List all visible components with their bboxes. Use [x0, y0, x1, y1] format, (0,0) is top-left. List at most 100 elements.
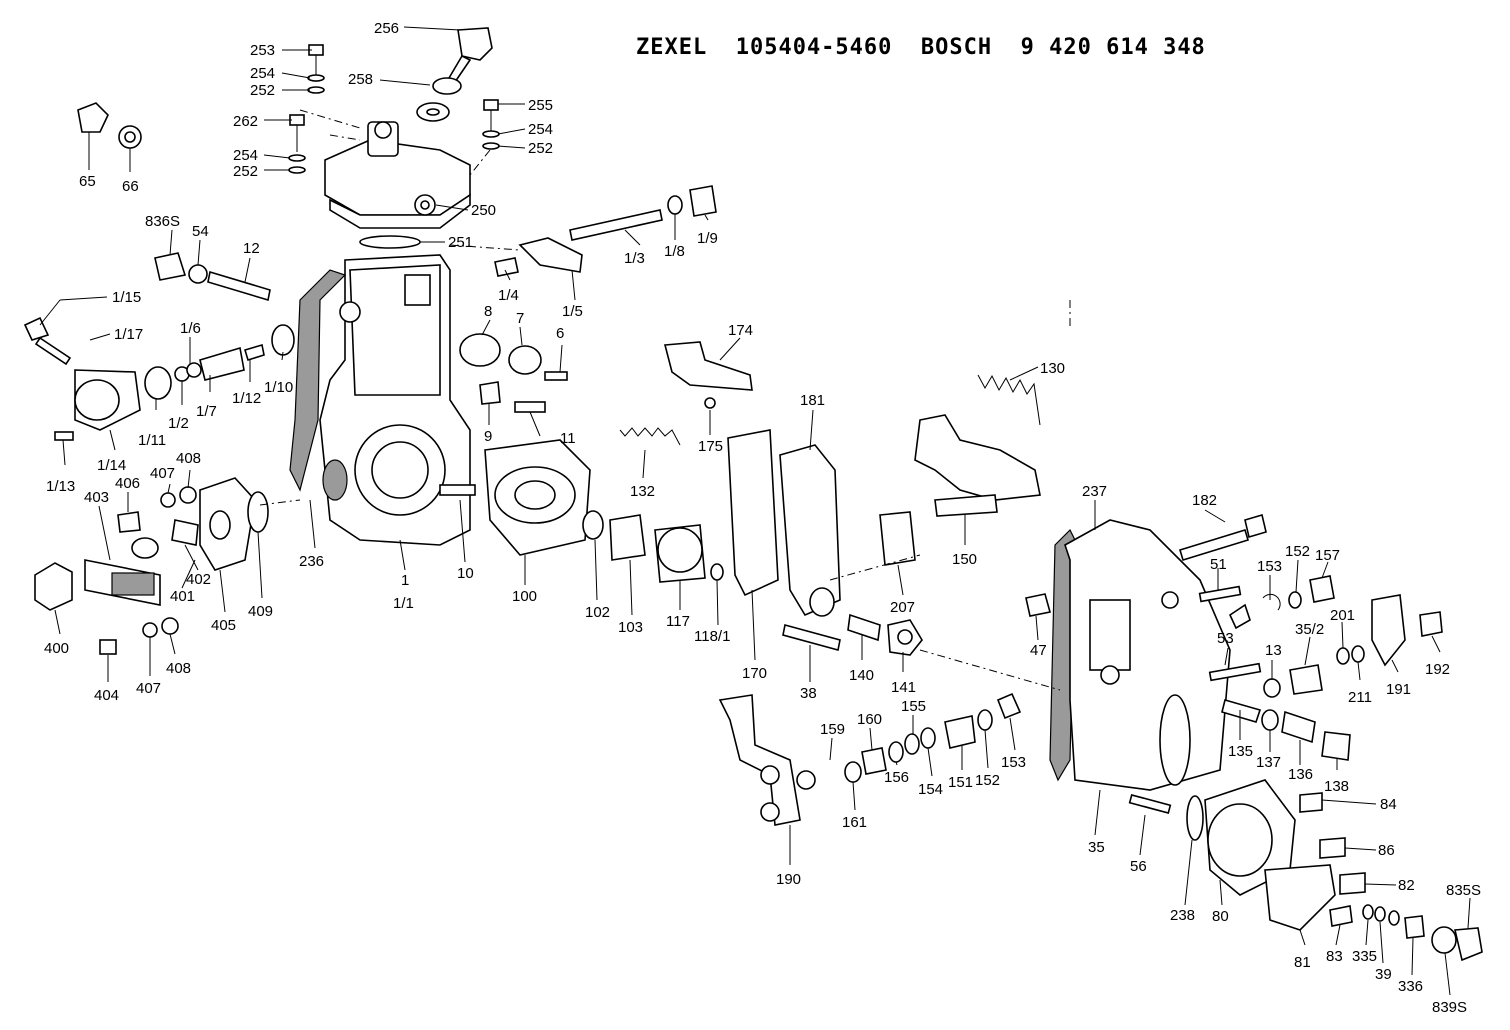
label-403: 403	[84, 489, 109, 506]
label-238: 238	[1170, 907, 1195, 924]
label-201: 201	[1330, 607, 1355, 624]
label-152: 152	[1285, 543, 1310, 560]
label-138: 138	[1324, 778, 1349, 795]
right-cover-drawing	[1025, 513, 1483, 962]
label-254: 254	[250, 65, 275, 82]
label-150: 150	[952, 551, 977, 568]
lower-centre-drawing	[718, 692, 1022, 826]
label-1-3: 1/3	[624, 250, 645, 267]
label-252: 252	[250, 82, 275, 99]
label-1-9: 1/9	[697, 230, 718, 247]
label-157: 157	[1315, 547, 1340, 564]
label-51: 51	[1210, 556, 1227, 573]
label-237: 237	[1082, 483, 1107, 500]
label-132: 132	[630, 483, 655, 500]
label-405: 405	[211, 617, 236, 634]
label-140: 140	[849, 667, 874, 684]
label-407: 407	[136, 680, 161, 697]
part-drawings	[23, 27, 1483, 962]
label-84: 84	[1380, 796, 1397, 813]
label-159: 159	[820, 721, 845, 738]
label-174: 174	[728, 322, 753, 339]
label-181: 181	[800, 392, 825, 409]
label-152: 152	[975, 772, 1000, 789]
label-409: 409	[248, 603, 273, 620]
label-102: 102	[585, 604, 610, 621]
label-65: 65	[79, 173, 96, 190]
label-1-15: 1/15	[112, 289, 141, 306]
label-1-11: 1/11	[138, 432, 166, 449]
label-207: 207	[890, 599, 915, 616]
label-258: 258	[348, 71, 373, 88]
label-82: 82	[1398, 877, 1415, 894]
label-54: 54	[192, 223, 209, 240]
label-401: 401	[170, 588, 195, 605]
label-1: 1	[401, 572, 409, 589]
head-assembly-drawing	[288, 27, 500, 249]
label-404: 404	[94, 687, 119, 704]
label-256: 256	[374, 20, 399, 37]
label-335: 335	[1352, 948, 1377, 965]
label-236: 236	[299, 553, 324, 570]
label-406: 406	[115, 475, 140, 492]
label-66: 66	[122, 178, 139, 195]
label-1-7: 1/7	[196, 403, 217, 420]
label-53: 53	[1217, 630, 1234, 647]
label-39: 39	[1375, 966, 1392, 983]
label-1-2: 1/2	[168, 415, 189, 432]
label-13: 13	[1265, 642, 1282, 659]
label-252: 252	[233, 163, 258, 180]
label-255: 255	[528, 97, 553, 114]
label-1-10: 1/10	[264, 379, 293, 396]
label-153: 153	[1257, 558, 1282, 575]
leader-lines	[39, 26, 1471, 996]
label-137: 137	[1256, 754, 1281, 771]
label-38: 38	[800, 685, 817, 702]
label-407: 407	[150, 465, 175, 482]
label-1-5: 1/5	[562, 303, 583, 320]
label-839S: 839S	[1432, 999, 1467, 1016]
diagram-title: ZEXEL 105404-5460 BOSCH 9 420 614 348	[636, 35, 1206, 60]
label-56: 56	[1130, 858, 1147, 875]
label-118-1: 118/1	[694, 628, 730, 645]
label-35: 35	[1088, 839, 1105, 856]
label-100: 100	[512, 588, 537, 605]
label-250: 250	[471, 202, 496, 219]
label-262: 262	[233, 113, 258, 130]
label-11: 11	[560, 430, 576, 447]
label-153: 153	[1001, 754, 1026, 771]
label-1-8: 1/8	[664, 243, 685, 260]
label-175: 175	[698, 438, 723, 455]
label-170: 170	[742, 665, 767, 682]
label-154: 154	[918, 781, 943, 798]
label-190: 190	[776, 871, 801, 888]
label-1-1: 1/1	[393, 595, 414, 612]
label-408: 408	[166, 660, 191, 677]
label-836S: 836S	[145, 213, 180, 230]
label-1-6: 1/6	[180, 320, 201, 337]
label-80: 80	[1212, 908, 1229, 925]
label-103: 103	[618, 619, 643, 636]
label-182: 182	[1192, 492, 1217, 509]
main-housing-drawing	[289, 254, 471, 546]
label-130: 130	[1040, 360, 1065, 377]
label-136: 136	[1288, 766, 1313, 783]
assembly-lines	[259, 109, 1071, 691]
label-408: 408	[176, 450, 201, 467]
label-135: 135	[1228, 743, 1253, 760]
label-117: 117	[666, 613, 690, 630]
label-9: 9	[484, 428, 492, 445]
label-151: 151	[948, 774, 973, 791]
centre-parts-drawing	[439, 185, 1041, 656]
label-402: 402	[186, 571, 211, 588]
label-251: 251	[448, 234, 473, 251]
label-155: 155	[901, 698, 926, 715]
label-1-4: 1/4	[498, 287, 519, 304]
label-835S: 835S	[1446, 882, 1481, 899]
label-192: 192	[1425, 661, 1450, 678]
label-161: 161	[842, 814, 867, 831]
label-1-17: 1/17	[114, 326, 143, 343]
label-10: 10	[457, 565, 474, 582]
